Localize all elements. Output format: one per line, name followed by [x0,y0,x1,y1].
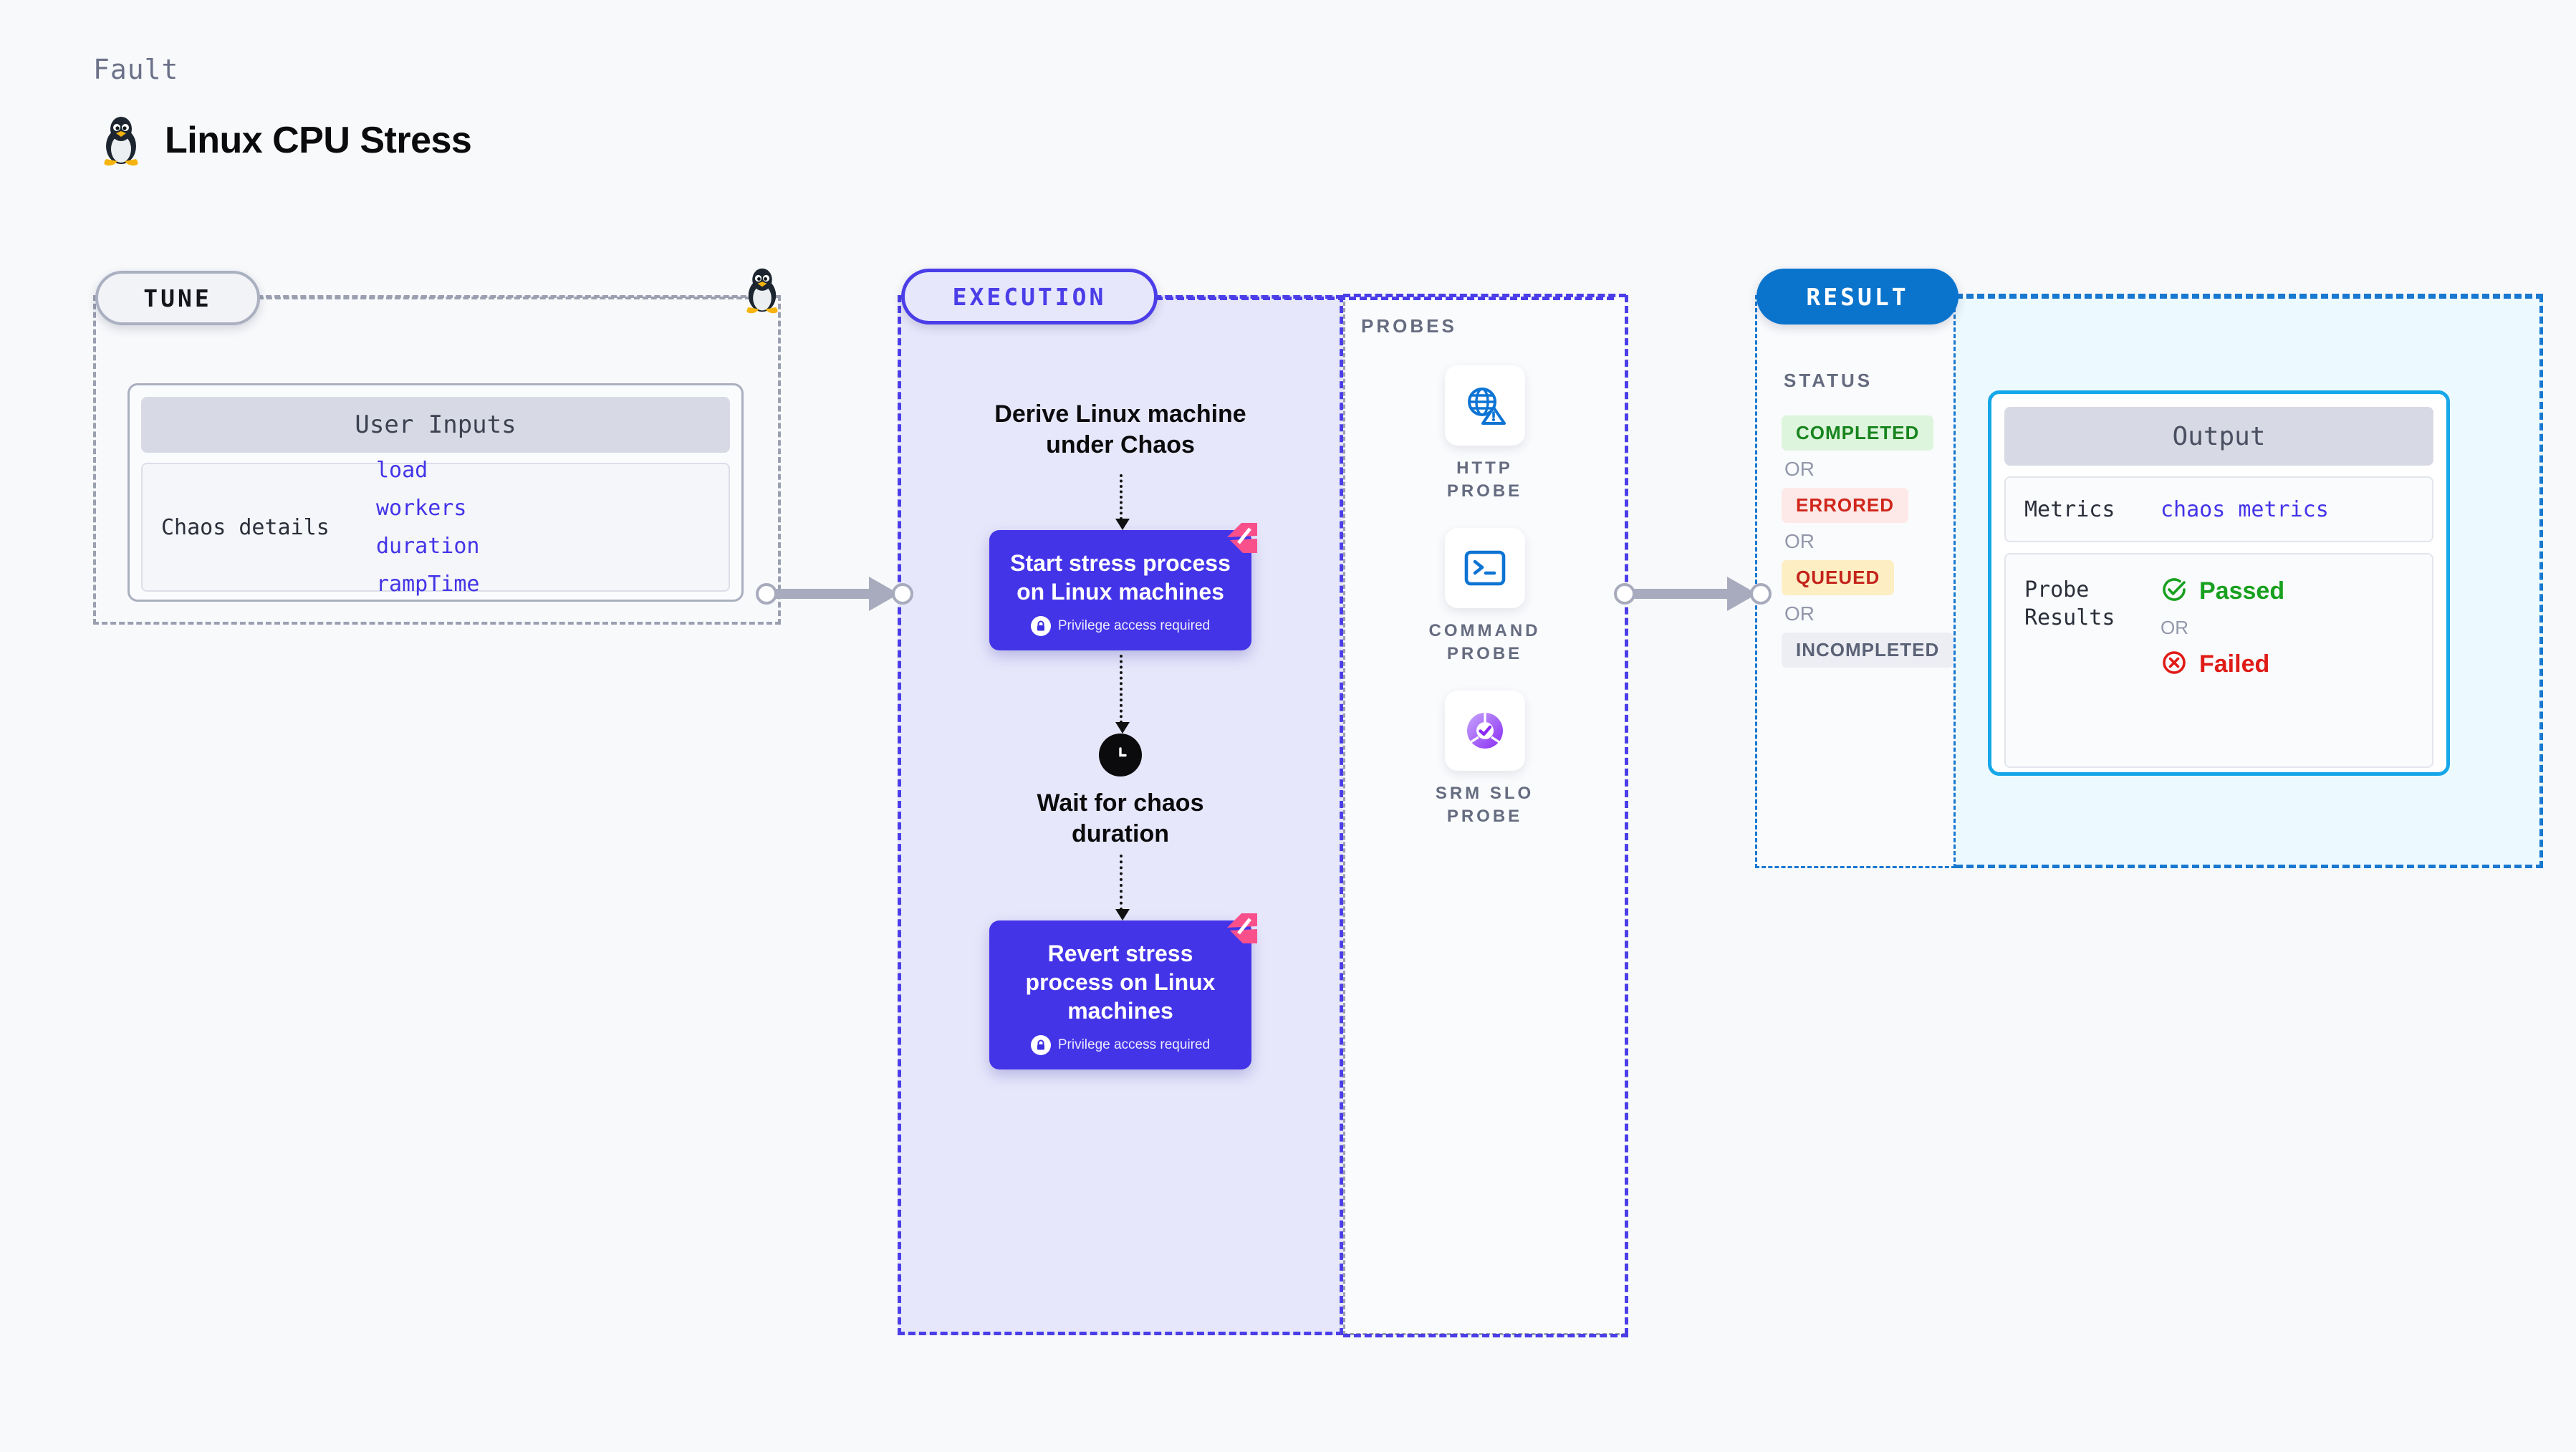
check-circle-icon [2161,576,2188,607]
terminal-icon [1444,527,1525,608]
status-or-2: OR [1784,530,1815,552]
probe-name-http: HTTP PROBE [1446,458,1523,501]
probe-result-failed: Failed [2161,649,2284,680]
probe-name-command: COMMAND PROBE [1428,620,1541,664]
input-workers: workers [376,496,467,521]
execution-pill[interactable]: EXECUTION [901,269,1158,324]
chaos-details-key: Chaos details [161,514,330,540]
probe-passed-text: Passed [2199,577,2285,605]
arrow-start-to-wait [1113,655,1130,734]
fault-kicker: Fault [93,54,179,85]
user-inputs-card: User Inputs Chaos details load workers d… [128,383,744,602]
output-metrics-key: Metrics [2024,496,2115,522]
probe-list: HTTP PROBE COMMAND PROBE [1343,365,1626,828]
connector-tune-to-execution [756,577,913,611]
probes-top-dashed-line [1343,294,1626,297]
connector-execution-to-result [1614,577,1772,611]
input-load: load [376,458,428,483]
result-pill[interactable]: RESULT [1756,269,1959,324]
execution-top-dashed-line [1155,297,1614,300]
probes-panel [1343,295,1626,1335]
x-circle-icon [2161,649,2188,680]
probes-right-dashed-line [1625,295,1628,1335]
probe-item-srm-slo[interactable]: SRM SLO PROBE [1417,690,1553,829]
status-badge-errored: ERRORED [1782,488,1909,523]
page-title-text: Linux CPU Stress [165,120,472,161]
output-probe-results-row: Probe Results Passed OR [2004,553,2433,768]
probe-result-values: Passed OR Failed [2161,576,2284,680]
status-or-3: OR [1784,602,1815,625]
tune-corner-linux-tux-icon [741,266,783,317]
status-badge-queued: QUEUED [1782,560,1895,595]
chaos-details-body: Chaos details load workers duration ramp… [141,458,730,597]
status-label: STATUS [1784,370,1873,391]
revert-stress-privilege: Privilege access required [1002,1035,1239,1055]
slo-donut-check-icon [1444,690,1525,771]
clock-icon [1099,734,1142,777]
linux-tux-icon [99,115,143,166]
revert-stress-title: Revert stress process on Linux machines [1025,941,1216,1024]
derive-machine-label: Derive Linux machine under Chaos [994,400,1246,458]
probe-result-or: OR [2161,617,2188,638]
input-ramptime: rampTime [376,572,480,597]
result-top-dashed-line [1956,294,2543,297]
output-card: Output Metrics chaos metrics Probe Resul… [1988,390,2450,776]
probe-item-http[interactable]: HTTP PROBE [1417,365,1553,504]
probes-label: PROBES [1361,315,1457,337]
revert-stress-privilege-text: Privilege access required [1057,1037,1211,1052]
wait-duration-label: Wait for chaos duration [1037,789,1204,847]
start-stress-node[interactable]: Start stress process on Linux machines P… [989,523,1257,650]
harness-logo-icon [1223,909,1261,951]
user-inputs-header: User Inputs [141,397,730,453]
chaos-details-values: load workers duration rampTime [376,458,480,597]
tune-top-dashed-line [258,297,759,299]
arrow-derive-to-start [1113,474,1130,530]
start-stress-privilege-text: Privilege access required [1057,618,1211,633]
tune-pill[interactable]: TUNE [95,271,260,325]
probe-failed-text: Failed [2199,650,2270,678]
start-stress-privilege: Privilege access required [1002,616,1239,636]
status-badge-completed: COMPLETED [1782,415,1934,451]
execution-flow: Derive Linux machine under Chaos Start s… [898,295,1343,1335]
status-list: COMPLETED OR ERRORED OR QUEUED OR INCOMP… [1782,415,1954,668]
output-probe-key: Probe Results [2024,577,2115,630]
start-stress-title: Start stress process on Linux machines [1010,550,1231,605]
revert-stress-node[interactable]: Revert stress process on Linux machines … [989,913,1257,1069]
harness-logo-icon [1223,519,1261,561]
probe-item-command[interactable]: COMMAND PROBE [1417,527,1553,666]
globe-warning-icon [1444,365,1525,446]
status-badge-incompleted: INCOMPLETED [1782,633,1954,668]
arrow-wait-to-revert [1113,855,1130,920]
execution-panel [898,295,1343,1335]
output-metrics-value: chaos metrics [2161,496,2329,522]
output-metrics-row: Metrics chaos metrics [2004,476,2433,542]
probe-name-srm-slo: SRM SLO PROBE [1435,783,1534,826]
input-duration: duration [376,534,480,559]
page-title: Linux CPU Stress [99,115,472,166]
lock-icon [1030,1035,1051,1055]
status-or-1: OR [1784,458,1815,480]
lock-icon [1030,616,1051,636]
probes-bottom-dashed-line [1343,1334,1628,1337]
probe-result-passed: Passed [2161,576,2284,607]
output-header: Output [2004,407,2433,466]
